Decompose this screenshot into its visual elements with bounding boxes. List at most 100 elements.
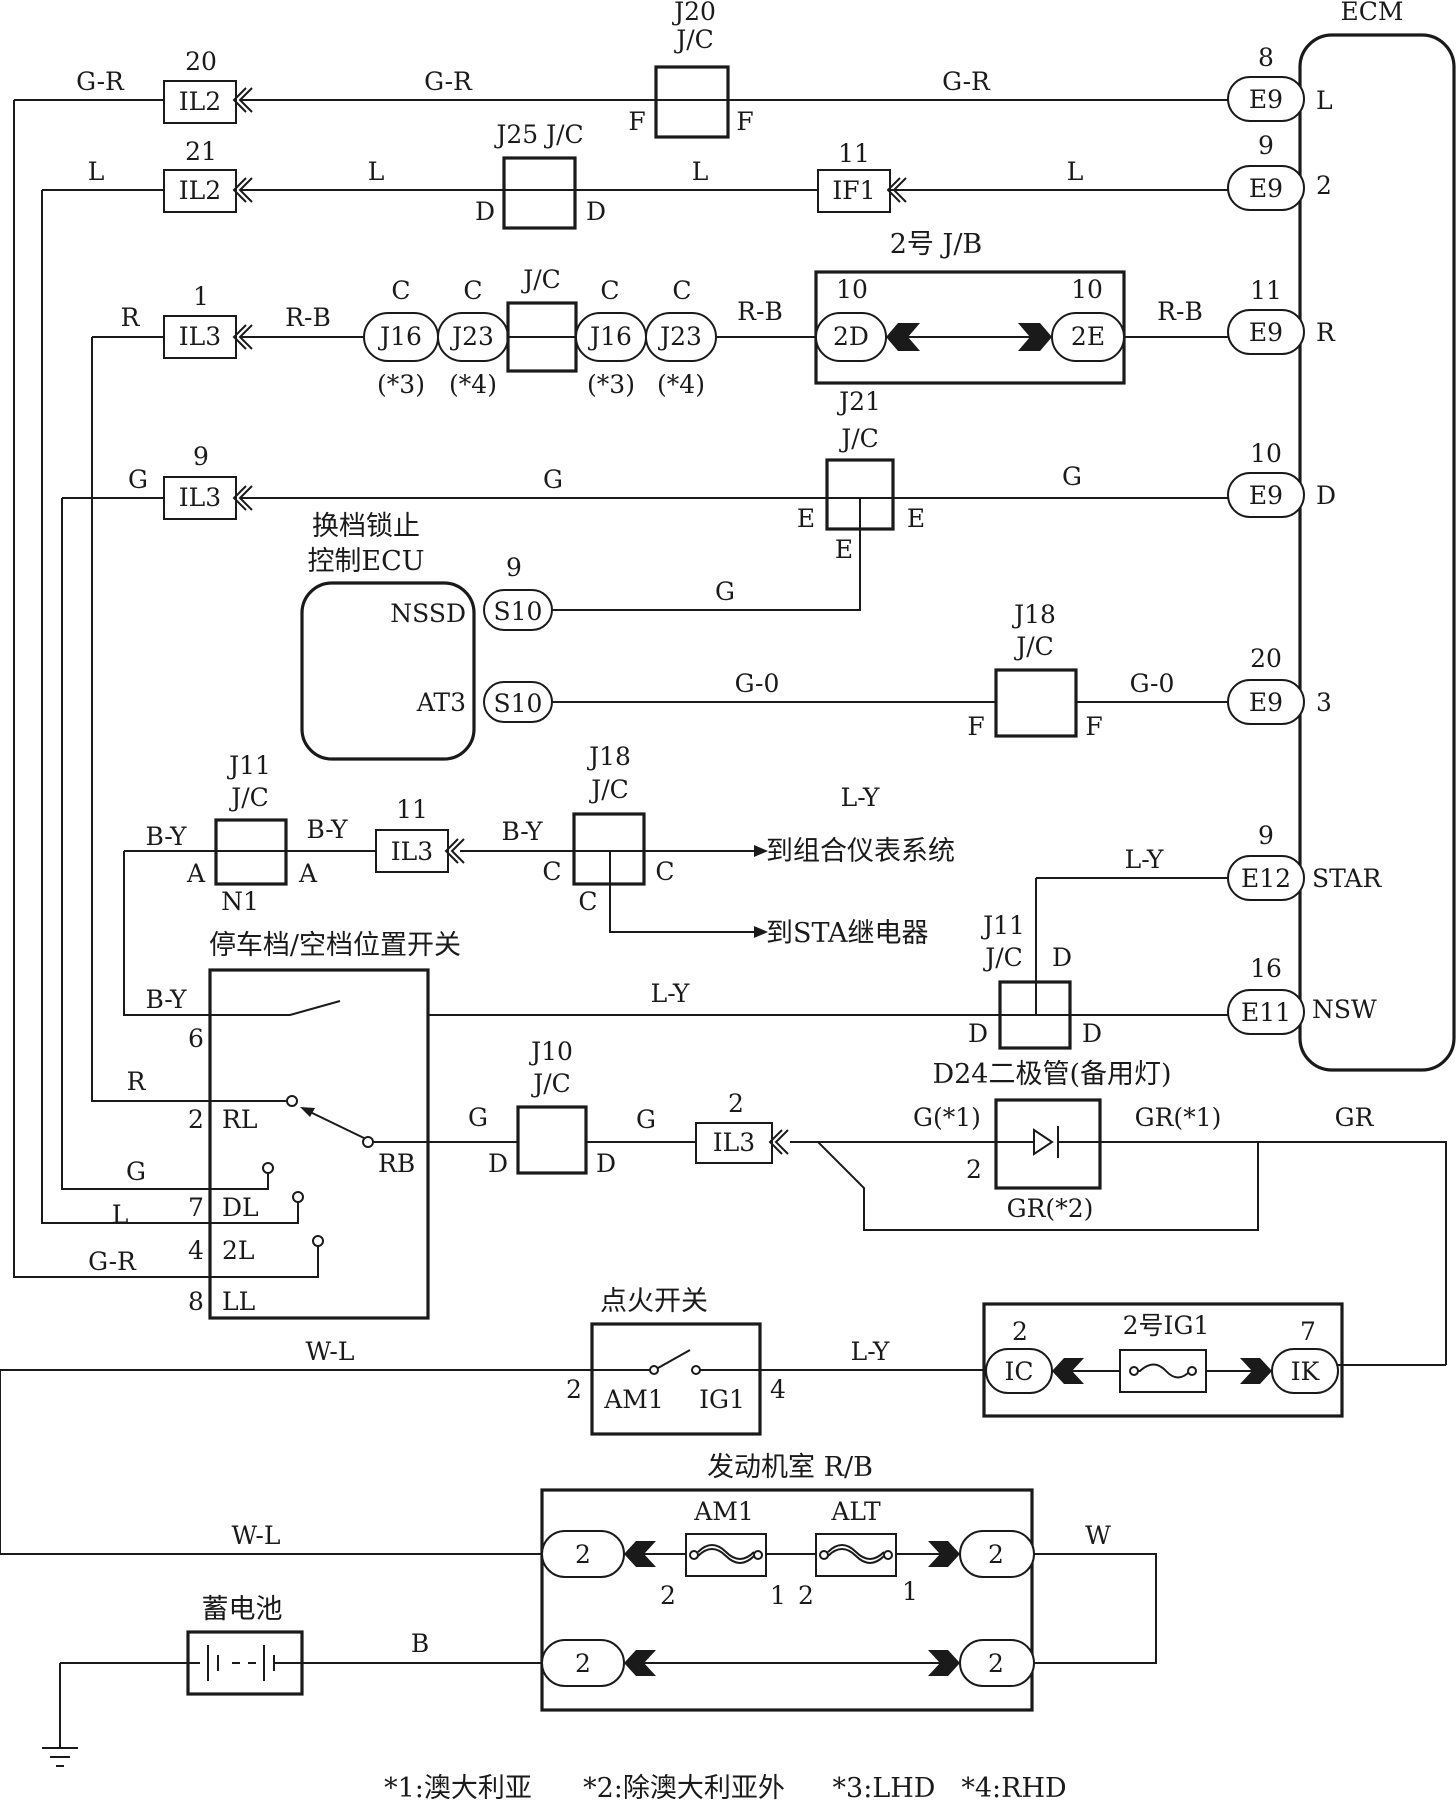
ecm-connector: E9: [1249, 318, 1283, 347]
jb2-pin: 2D: [833, 322, 869, 351]
wire-label: G: [543, 465, 563, 494]
junction-pin: C: [542, 857, 561, 886]
connector-label: J16: [377, 322, 422, 351]
footnotes: *1:澳大利亚 *2:除澳大利亚外 *3:LHD *4:RHD: [384, 1773, 1067, 1803]
ecm-connector: E9: [1249, 688, 1283, 717]
ig1-pin-num: 7: [1300, 1317, 1316, 1346]
wire-label: G: [126, 1157, 146, 1186]
ignition-body: [590, 1322, 762, 1436]
wire-label: L-Y: [1125, 845, 1164, 874]
wire-label: B: [411, 1629, 429, 1658]
wire-label: G-R: [424, 67, 473, 96]
ig1-pin-num: 2: [1012, 1317, 1028, 1346]
wire-label: G-R: [88, 1247, 137, 1276]
connector-pin: C: [463, 276, 482, 305]
ignition-switch: 点火开关 W-L 2 4 AM1 IG1 L-Y: [0, 1286, 986, 1555]
wire-label: W: [1085, 1521, 1111, 1550]
ecm-pin-name: 3: [1316, 688, 1332, 717]
wire-label: G: [636, 1105, 656, 1134]
connector-num: 11: [838, 139, 870, 168]
fuse-pin: 2: [660, 1581, 676, 1610]
connector-pin: C: [600, 276, 619, 305]
ignition-title: 点火开关: [600, 1286, 708, 1317]
fuse-am1-label: AM1: [693, 1497, 754, 1526]
wire-label: B-Y: [501, 817, 543, 846]
jb2-pin-num: 10: [1071, 275, 1103, 304]
junction-pin: E: [907, 504, 925, 533]
battery-title: 蓄电池: [202, 1594, 283, 1625]
switch-pin-num: 2: [188, 1105, 204, 1134]
switch-title: 停车档/空档位置开关: [209, 930, 461, 961]
junction-type: J/C: [530, 1069, 571, 1098]
ecm-connector: E11: [1241, 998, 1291, 1027]
wire-label: GR(*2): [1007, 1194, 1094, 1223]
junction-pin: A: [186, 859, 206, 888]
switch-pin-num: 4: [188, 1236, 204, 1265]
row-l: L L L L 21 IL2 J25 J/C D D 11 IF1: [41, 120, 1228, 1224]
junction-pin: D: [1082, 1019, 1102, 1048]
wire-label: L: [1067, 157, 1084, 186]
engine-rb-title: 发动机室 R/B: [707, 1452, 873, 1483]
junction-pin: E: [835, 535, 853, 564]
ecm-pin-name: STAR: [1312, 864, 1382, 893]
junction-pin: F: [967, 712, 984, 741]
wire-label: G: [715, 577, 735, 606]
connector-il3: [163, 315, 237, 359]
junction-type: J/C: [1013, 632, 1054, 661]
wire-label: G-0: [735, 669, 780, 698]
ignition-pin-num: 2: [566, 1375, 582, 1404]
wire-label: B-Y: [145, 822, 187, 851]
connector-s10: [483, 589, 553, 631]
junction-name: J18: [586, 742, 631, 771]
ecm-pin-num: 16: [1250, 954, 1282, 983]
ig1-fuse-block: 2 IC 7 IK 2号IG1: [982, 1302, 1446, 1418]
battery: 蓄电池 B: [42, 1594, 542, 1767]
footnote: *4:RHD: [961, 1773, 1066, 1803]
connector-note: (*3): [377, 370, 425, 399]
junction-pin: D: [586, 197, 606, 226]
row-g: G G G 9 IL3 J21 J/C E E E G: [61, 387, 1228, 1190]
junction-type: J/C: [673, 25, 714, 54]
connector-num: 11: [396, 795, 428, 824]
wire-label: L: [692, 157, 709, 186]
junction-pin: D: [488, 1149, 508, 1178]
ecu-pin: AT3: [416, 688, 466, 717]
connector-num: 9: [193, 442, 209, 471]
wire-label: L: [112, 1200, 129, 1229]
switch-pin: LL: [222, 1287, 255, 1316]
junction-j10: [516, 1105, 588, 1175]
ecm-pin-name: 2: [1316, 171, 1332, 200]
ecm-pins: 8 E9 L 9 E9 2 11 E9 R 10 E9 D 20 E9 3 9 …: [1227, 43, 1382, 1035]
connector-label: J23: [657, 322, 702, 351]
junction-pin: E: [797, 504, 815, 533]
switch-pin-num: 8: [188, 1287, 204, 1316]
row-r-b: R R-B R-B R-B 1 IL3 C J16 (*3) C J23 (*4…: [91, 229, 1228, 1102]
wire-label: R: [121, 303, 141, 332]
rb-conn: 2: [988, 1540, 1004, 1569]
wire-label: L: [88, 157, 105, 186]
ecu-title: 换档锁止: [312, 511, 420, 542]
connector-note: (*4): [657, 370, 705, 399]
ig1-fuse-title: 2号IG1: [1123, 1311, 1210, 1340]
wire-label: L-Y: [851, 1337, 890, 1366]
fuse-pin: 2: [798, 1581, 814, 1610]
wire-label: G-0: [1130, 669, 1175, 698]
wire-label: B-Y: [145, 985, 187, 1014]
wire-label: G: [1062, 462, 1082, 491]
rb-conn: 2: [575, 1649, 591, 1678]
junction-pin: F: [1085, 712, 1102, 741]
ecm-pin-num: 9: [1258, 131, 1274, 160]
wire-label: L-Y: [651, 979, 690, 1008]
ecm: ECM: [1298, 0, 1456, 1072]
junction-j20: [654, 65, 730, 139]
diode-pin: 2: [966, 1155, 982, 1184]
connector-il3: [375, 829, 449, 873]
wire-label: GR(*1): [1135, 1103, 1222, 1132]
junction-type: J/C: [228, 783, 269, 812]
shift-lock-ecu: 换档锁止 控制ECU NSSD AT3 9 S10 S10: [300, 511, 553, 761]
ecm-connector: E9: [1249, 174, 1283, 203]
destination-meter: 到组合仪表系统: [766, 836, 955, 867]
junction-name: J25 J/C: [493, 120, 583, 149]
connector-label: IL2: [179, 87, 221, 116]
wire-label: GR: [1335, 1103, 1375, 1132]
